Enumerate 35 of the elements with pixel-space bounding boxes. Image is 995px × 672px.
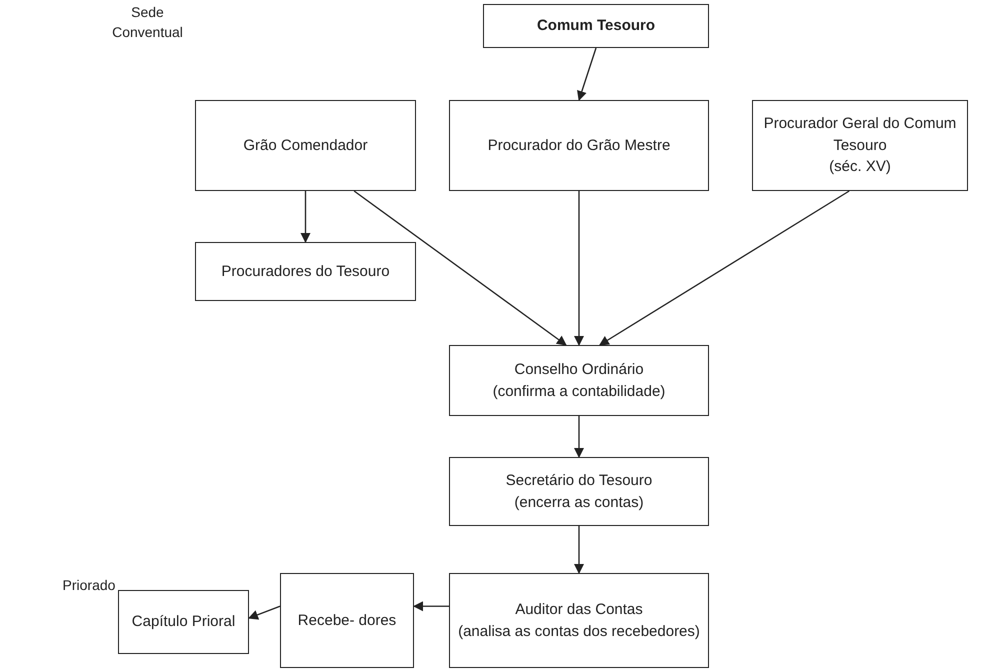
box-title: Capítulo Prioral bbox=[132, 612, 236, 632]
process-box bbox=[752, 100, 968, 191]
arrow bbox=[574, 416, 584, 458]
box-title: Grão Comendador bbox=[243, 136, 368, 156]
box-title: Recebe- dores bbox=[298, 610, 396, 631]
arrow bbox=[413, 601, 449, 612]
arrow bbox=[248, 606, 280, 620]
box-note: (encerra as contas) bbox=[514, 492, 644, 512]
arrow bbox=[577, 48, 597, 101]
box-title: Procurador do Grão Mestre bbox=[488, 136, 670, 156]
box-title: Comum Tesouro bbox=[536, 16, 656, 36]
box-note: (confirma a contabilidade) bbox=[492, 382, 666, 402]
process-box bbox=[449, 100, 709, 191]
box-title: Secretário do Tesouro bbox=[506, 470, 652, 491]
process-box bbox=[118, 590, 249, 654]
box-title: Auditor das Contas bbox=[515, 600, 643, 620]
box-title: Procurador Geral do Comum Tesouro bbox=[762, 114, 958, 156]
box-note: (analisa as contas dos recebedores) bbox=[458, 622, 700, 642]
box-title: Procuradores do Tesouro bbox=[221, 262, 390, 282]
process-box bbox=[195, 242, 416, 301]
section-label: Sede Conventual bbox=[111, 3, 184, 42]
process-box bbox=[449, 573, 709, 668]
process-box bbox=[280, 573, 414, 668]
process-box bbox=[449, 345, 709, 416]
process-box bbox=[449, 457, 709, 526]
box-note: (séc. XV) bbox=[829, 157, 891, 178]
process-box bbox=[195, 100, 416, 191]
process-box bbox=[483, 4, 709, 48]
arrow bbox=[598, 190, 850, 346]
box-title: Conselho Ordinário bbox=[514, 360, 644, 380]
section-label: Priorado bbox=[62, 576, 116, 595]
arrow bbox=[354, 190, 567, 346]
arrow bbox=[574, 526, 584, 574]
arrow bbox=[300, 191, 310, 243]
arrow bbox=[574, 191, 584, 346]
